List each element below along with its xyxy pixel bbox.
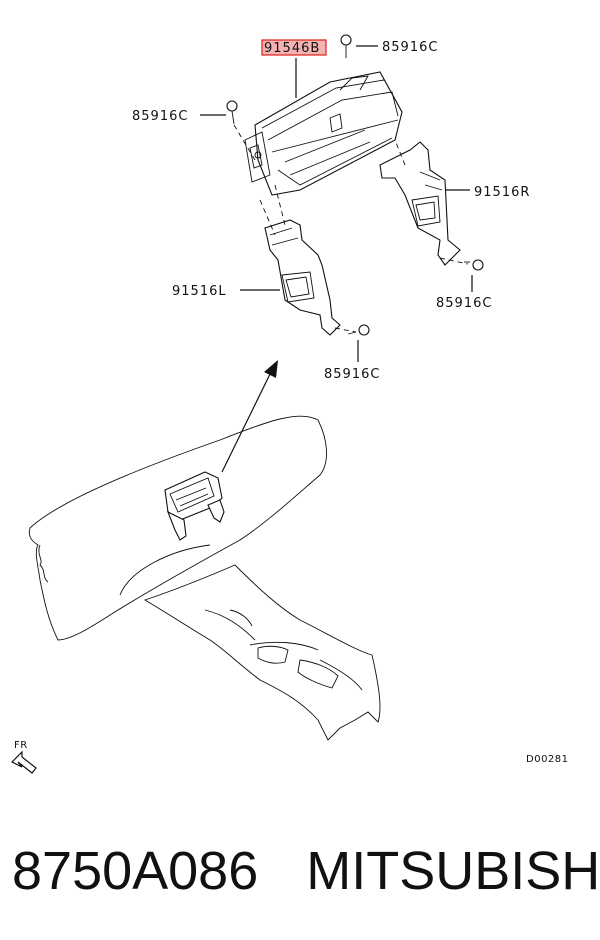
diagram-code: D00281 xyxy=(526,754,569,765)
part-number: 8750A086 xyxy=(12,841,259,901)
main-unit xyxy=(244,71,403,196)
callout-screw-top[interactable]: 85916C xyxy=(382,40,438,55)
highlight-box xyxy=(261,39,327,56)
parts-diagram: 91546B 85916C 85916C 91516R 85916C 91516… xyxy=(10,34,569,774)
callout-screw-right[interactable]: 85916C xyxy=(436,296,492,311)
fr-direction-icon xyxy=(10,750,37,774)
dashboard-outline xyxy=(28,415,381,741)
screw-top-icon xyxy=(340,34,352,58)
location-arrow xyxy=(221,360,278,473)
dash-unit xyxy=(164,471,225,541)
bracket-left xyxy=(264,219,341,336)
bracket-right xyxy=(379,141,461,266)
callout-bracket-right[interactable]: 91516R xyxy=(474,185,530,200)
callout-main-part[interactable]: 91546B xyxy=(264,41,320,56)
screw-left-icon xyxy=(226,100,238,125)
brand-name: MITSUBISHI xyxy=(306,841,600,901)
screw-right-icon xyxy=(464,259,484,271)
part-caption: 8750A086 MITSUBISHI xyxy=(12,826,600,916)
direction-label: FR xyxy=(14,740,28,751)
callout-bracket-left[interactable]: 91516L xyxy=(172,284,227,299)
callout-screw-left[interactable]: 85916C xyxy=(132,109,188,124)
screw-bottom-icon xyxy=(347,324,370,336)
callout-screw-bottom[interactable]: 85916C xyxy=(324,367,380,382)
